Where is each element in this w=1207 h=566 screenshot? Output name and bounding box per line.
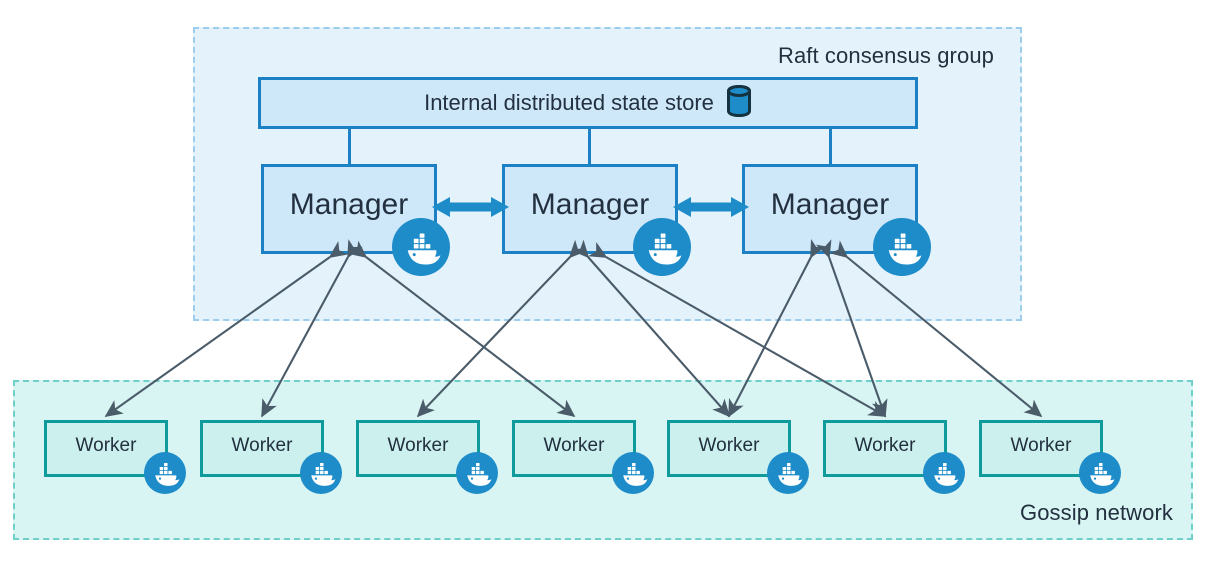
state-store-connector-3 — [829, 128, 832, 166]
docker-whale-icon — [923, 452, 965, 494]
worker-node-6-label: Worker — [854, 434, 916, 456]
raft-consensus-group-label: Raft consensus group — [777, 43, 994, 68]
worker-node-7-label: Worker — [1010, 434, 1072, 456]
manager-node-3-label: Manager — [770, 188, 890, 221]
state-store-connector-2 — [588, 128, 591, 166]
worker-node-5-label: Worker — [698, 434, 760, 456]
worker-node-1-label: Worker — [75, 434, 137, 456]
worker-node-4-label: Worker — [543, 434, 605, 456]
docker-whale-icon — [612, 452, 654, 494]
docker-whale-icon — [144, 452, 186, 494]
worker-node-2-label: Worker — [231, 434, 293, 456]
state-store-label: Internal distributed state store — [424, 90, 714, 115]
docker-whale-icon — [300, 452, 342, 494]
internal-distributed-state-store[interactable]: Internal distributed state store — [258, 77, 918, 129]
database-cylinder-icon — [726, 84, 752, 122]
docker-whale-icon — [633, 218, 691, 276]
worker-node-7[interactable]: Worker — [979, 420, 1103, 477]
docker-whale-icon — [392, 218, 450, 276]
docker-whale-icon — [456, 452, 498, 494]
gossip-network-label: Gossip network — [1019, 500, 1173, 525]
docker-whale-icon — [1079, 452, 1121, 494]
manager-node-1-label: Manager — [289, 188, 409, 221]
docker-whale-icon — [767, 452, 809, 494]
state-store-connector-1 — [348, 128, 351, 166]
docker-whale-icon — [873, 218, 931, 276]
manager-node-2-label: Manager — [530, 188, 650, 221]
worker-node-6[interactable]: Worker — [823, 420, 947, 477]
worker-node-3-label: Worker — [387, 434, 449, 456]
